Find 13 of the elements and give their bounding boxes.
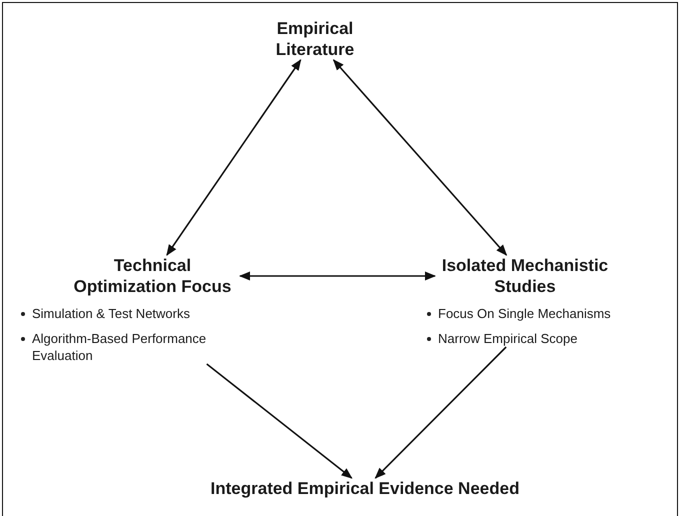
node-heading: Isolated Mechanistic Studies [440,255,610,297]
arrow [374,346,507,479]
arrow [238,272,436,280]
arrow [206,363,353,479]
arrow [332,59,508,256]
node-heading: Integrated Empirical Evidence Needed [210,478,520,499]
bullet-item: Narrow Empirical Scope [426,330,678,347]
arrow [166,59,302,256]
bullet-item: Focus On Single Mechanisms [426,305,678,322]
bullet-item: Simulation & Test Networks [20,305,255,322]
bullet-item: Algorithm-Based Performance Evaluation [20,330,255,364]
node-heading: Empirical Literature [274,18,356,60]
node-heading: Technical Optimization Focus [72,255,232,297]
